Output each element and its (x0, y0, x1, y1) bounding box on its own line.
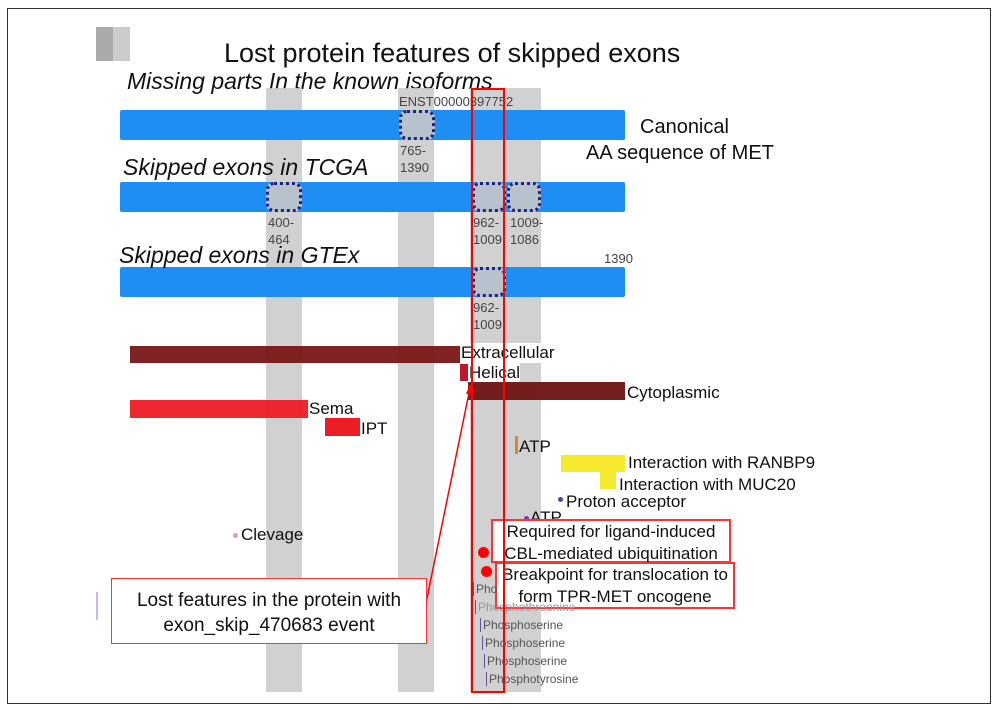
sema-label: Sema (309, 399, 354, 418)
ipt-label: IPT (361, 419, 388, 438)
ranbp9-bar[interactable] (561, 455, 625, 472)
phospho-label: Phosphothreonine (475, 600, 575, 614)
ipt-bar[interactable] (325, 418, 360, 436)
logo-placeholder (96, 27, 130, 61)
clevage-marker-icon (233, 533, 238, 538)
atp-label: ATP (519, 437, 551, 456)
canonical-label-1: Canonical (640, 116, 729, 138)
exon-label: 400- 464 (268, 215, 295, 247)
exon-765-1390[interactable] (399, 110, 435, 140)
exon-label: 765- 1390 (400, 143, 429, 175)
canonical-label-2: AA sequence of MET (586, 142, 774, 164)
exon-label: 962- 1009 (473, 300, 502, 332)
atp2-marker-icon (524, 516, 529, 521)
canonical-bar[interactable] (120, 110, 625, 140)
callout-tpr: Breakpoint for translocation to form TPR… (495, 562, 735, 609)
callout-lost-features: Lost features in the protein with exon_s… (111, 578, 427, 644)
callout-cbl: Required for ligand-induced CBL-mediated… (491, 519, 731, 563)
sema-bar[interactable] (130, 400, 308, 418)
length-label: 1390 (604, 251, 633, 266)
extracellular-label: Extracellular (461, 343, 555, 363)
cytoplasmic-label: Cytoplasmic (627, 383, 720, 402)
muc20-bar[interactable] (600, 472, 616, 489)
helical-label: Helical (469, 363, 521, 383)
isoform-id: ENST00000397752 (399, 94, 514, 109)
helical-bar[interactable] (460, 364, 468, 381)
left-marker (96, 592, 98, 620)
clevage-label: Clevage (241, 525, 304, 544)
figure-frame (7, 8, 991, 704)
cytoplasmic-bar[interactable] (468, 382, 625, 400)
muc20-label: Interaction with MUC20 (619, 475, 796, 494)
section-gtex: Skipped exons in GTEx (119, 242, 360, 268)
gtex-bar[interactable] (120, 267, 625, 297)
red-dot-icon (481, 566, 492, 577)
figure-title: Lost protein features of skipped exons (224, 38, 681, 68)
exon-label: 962- 1009 (473, 215, 502, 247)
exon-400-464[interactable] (266, 182, 302, 212)
phospho-label: Phosphoserine (484, 654, 567, 668)
exon-label: 1009- 1086 (510, 215, 544, 247)
atp2-label: ATP (530, 508, 562, 519)
ranbp9-label: Interaction with RANBP9 (628, 453, 816, 472)
red-dot-icon (478, 547, 489, 558)
section-tcga: Skipped exons in TCGA (123, 154, 369, 180)
proton-marker-icon (558, 497, 563, 502)
exon-1009-1086[interactable] (507, 182, 541, 212)
extracellular-bar[interactable] (130, 346, 460, 363)
phospho-label: Phosphotyrosine (486, 672, 578, 686)
phospho-label: Phosphoserine (482, 636, 565, 650)
phospho-label: Pho (473, 582, 497, 596)
proton-label: Proton acceptor (566, 492, 687, 511)
atp-marker (515, 436, 518, 454)
